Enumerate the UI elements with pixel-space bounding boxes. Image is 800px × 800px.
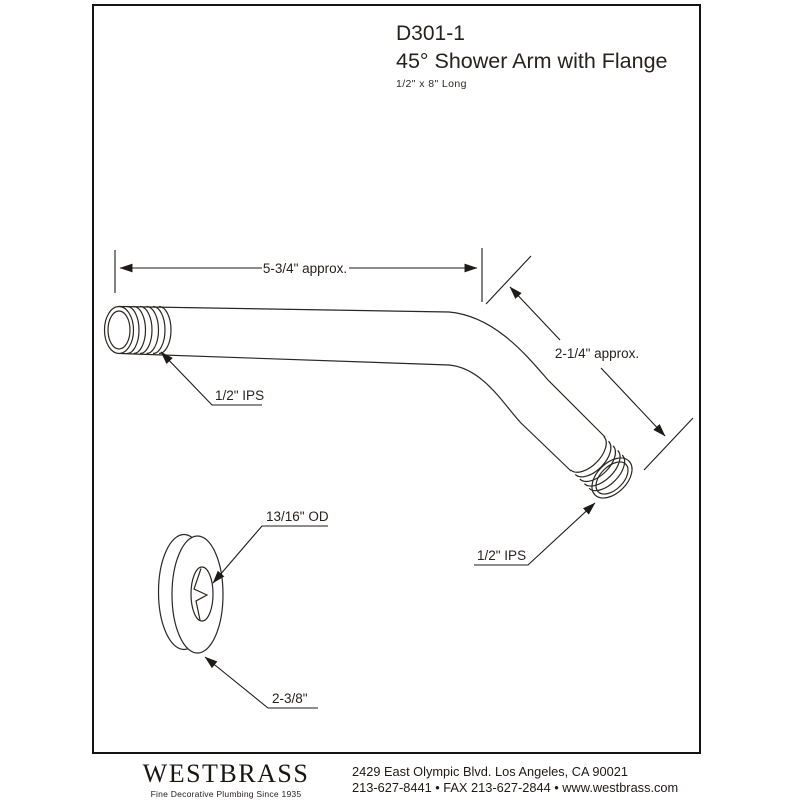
dimension-line [600,367,666,437]
flange-hole-callout: 13/16" OD [212,509,329,584]
outlet-end-face [591,457,633,499]
brand-tagline: Fine Decorative Plumbing Since 1935 [150,789,302,799]
thread-line [583,449,621,487]
wall-end-face [103,305,135,355]
thread-line [158,305,172,355]
dimension-tick [643,417,694,471]
flange-drawing [157,533,224,654]
flange-od-callout: 2-3/8" [204,656,318,709]
wall-end-threads [103,305,172,355]
product-model: D301-1 [396,22,465,45]
outlet-thread-callout: 1/2" IPS [474,502,596,566]
shower-arm-drawing [103,305,633,499]
drop-length-label: 2-1/4" approx. [555,346,639,361]
thread-line [152,305,166,355]
thread-line [126,305,140,355]
product-title: 45° Shower Arm with Flange [396,48,668,73]
thread-line [574,440,612,478]
leader-line [474,502,596,566]
wall-thread-label: 1/2" IPS [215,388,264,403]
company-info-block: 2429 East Olympic Blvd. Los Angeles, CA … [352,764,678,795]
company-address: 2429 East Olympic Blvd. Los Angeles, CA … [352,764,629,779]
arm-outline-top [118,305,606,438]
thread-line [133,305,147,355]
leader-line [212,525,328,584]
brand-logo: WESTBRASS [142,759,310,788]
drop-length-dimension: 2-1/4" approx. [485,255,694,471]
thread-line [139,305,153,355]
wall-thread-callout: 1/2" IPS [160,351,264,406]
thread-line [146,305,160,355]
leader-line [160,351,262,406]
thread-line [570,436,607,473]
arm-length-dimension: 5-3/4" approx. [114,248,483,302]
product-size: 1/2" x 8" Long [396,77,467,90]
outlet-end-threads [570,436,633,499]
arm-length-label: 5-3/4" approx. [263,261,347,276]
flange-hole-label: 13/16" OD [266,509,329,524]
outlet-thread-label: 1/2" IPS [477,548,526,563]
title-block: D301-1 45° Shower Arm with Flange 1/2" x… [396,22,668,90]
footer: WESTBRASS Fine Decorative Plumbing Since… [0,758,800,800]
wall-end-face-inner [107,310,131,350]
dimension-line [509,286,561,341]
thread-line [579,445,617,483]
leader-line [204,656,318,709]
brand-logo-block: WESTBRASS Fine Decorative Plumbing Since… [138,759,314,800]
company-contact: 213-627-8441 • FAX 213-627-2844 • www.we… [352,779,679,795]
dimension-tick [485,255,532,305]
thread-line [588,454,626,492]
arm-outline-bottom [120,352,572,472]
flange-hole-break-line [193,568,209,621]
flange-od-label: 2-3/8" [272,691,308,706]
flange-hole [190,566,214,622]
